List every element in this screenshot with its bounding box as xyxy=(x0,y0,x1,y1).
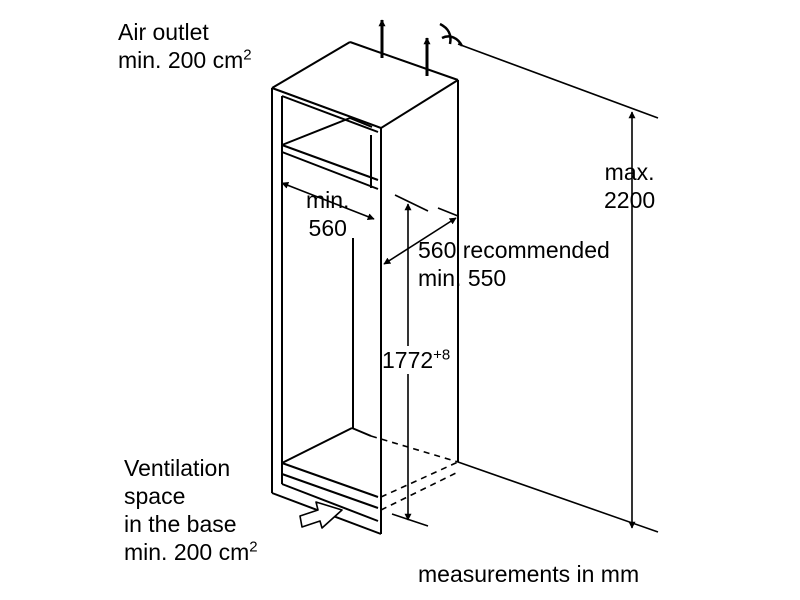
hidden-bottom-depth xyxy=(380,471,459,511)
min-width-dimension xyxy=(281,182,375,220)
niche-height-value: 1772 xyxy=(382,347,434,373)
depth-minimum: min. 550 xyxy=(418,265,507,291)
depth-label: 560 recommended min. 550 xyxy=(418,236,610,292)
air-outlet-label: Air outlet min. 200 cm2 xyxy=(118,18,252,74)
shelf-front xyxy=(281,144,379,181)
air-outlet-title: Air outlet xyxy=(118,19,209,45)
shelf-under xyxy=(281,151,379,190)
ventilation-area-value: min. 200 cm xyxy=(124,539,250,565)
hidden-edges xyxy=(370,435,459,511)
depth-recommended: 560 recommended xyxy=(418,237,610,263)
front-top-edge xyxy=(271,87,382,129)
plinth-inner xyxy=(351,427,372,437)
depth-ext xyxy=(437,207,459,217)
plinth-base xyxy=(281,483,379,522)
hidden-bottom-side xyxy=(380,461,459,498)
ventilation-area-exponent: 2 xyxy=(249,538,258,556)
air-outlet-area-exponent: 2 xyxy=(243,46,252,64)
ventilation-line-3: in the base xyxy=(124,511,237,537)
ventilation-line-2: space xyxy=(124,483,186,509)
top-back-right xyxy=(380,79,459,129)
air-outlet-area: min. 200 cm2 xyxy=(118,46,252,74)
min-width-value: 560 xyxy=(308,215,347,241)
max-height-value: 2200 xyxy=(604,187,656,213)
shelf-depth xyxy=(349,117,373,128)
max-height-ext-top xyxy=(457,43,659,119)
top-back-left xyxy=(271,41,351,89)
hidden-bottom-back xyxy=(370,435,459,463)
plinth-top xyxy=(281,427,353,464)
ventilation-line-4: min. 200 cm2 xyxy=(124,538,258,566)
niche-height-label: 1772+8 xyxy=(382,346,451,374)
vent-hook-icon xyxy=(439,22,464,47)
max-height-prefix: max. xyxy=(604,159,655,185)
plinth-lower xyxy=(281,473,379,509)
plinth-front xyxy=(281,462,379,498)
min-width-prefix: min. xyxy=(306,187,350,213)
shelf-back xyxy=(281,117,351,146)
niche-height-ext-bottom xyxy=(391,513,429,527)
ventilation-line-1: Ventilation xyxy=(124,455,231,481)
units-note: measurements in mm xyxy=(418,561,640,587)
max-height-label: max. 2200 xyxy=(604,158,655,214)
cabinet-outline xyxy=(271,41,459,535)
niche-height-ext-top xyxy=(394,194,429,212)
niche-height-tolerance: +8 xyxy=(433,346,451,364)
ventilation-inlet-arrow-icon xyxy=(299,501,343,529)
depth-dimension xyxy=(383,217,457,265)
top-inner-front xyxy=(281,95,379,133)
top-back xyxy=(349,41,459,81)
ventilation-label: Ventilation space in the base min. 200 c… xyxy=(124,454,258,566)
air-outlet-area-value: min. 200 cm xyxy=(118,47,244,73)
max-height-ext-bottom xyxy=(457,461,659,533)
air-flow-arrows xyxy=(299,19,464,529)
min-width-label: min. 560 xyxy=(306,186,349,242)
